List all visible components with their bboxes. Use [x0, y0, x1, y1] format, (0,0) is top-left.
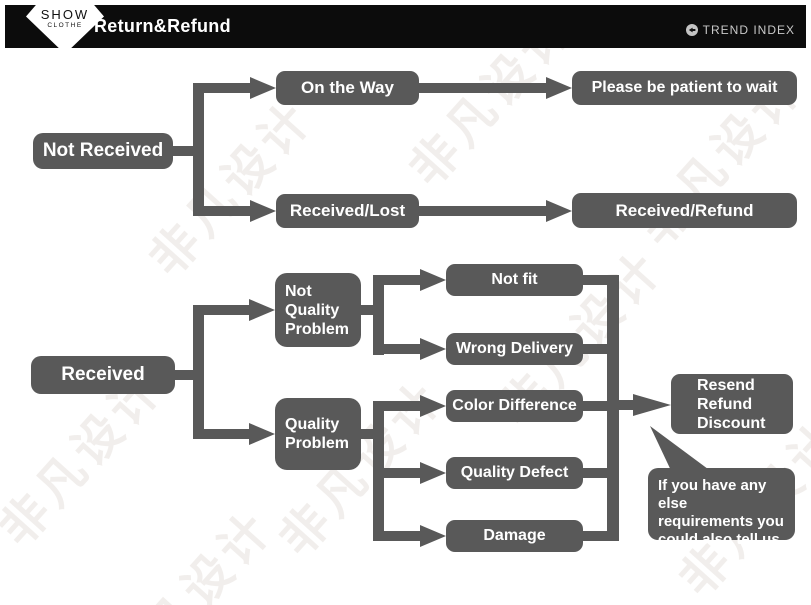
connector-line [373, 275, 384, 355]
connector-line [583, 344, 608, 354]
node-wrong-delivery: Wrong Delivery [446, 333, 583, 365]
node-resend-refund-discount: Resend Refund Discount [671, 374, 793, 434]
node-not-received: Not Received [33, 133, 173, 169]
connector-line [583, 401, 608, 411]
connector-line [607, 275, 619, 541]
connector-line [583, 468, 608, 478]
connector-line [204, 429, 249, 439]
connector-line [361, 305, 374, 315]
logo-text-clothe: CLOTHE [47, 22, 83, 29]
arrowhead-icon [420, 395, 446, 417]
connector-line [384, 531, 420, 541]
arrowhead-icon [546, 77, 572, 99]
node-color-difference: Color Difference [446, 390, 583, 422]
node-not-fit: Not fit [446, 264, 583, 296]
arrowhead-icon [249, 299, 275, 321]
connector-line [175, 370, 194, 380]
connector-line [204, 206, 250, 216]
brand-badge: TREND INDEX [685, 23, 795, 37]
connector-line [193, 305, 204, 439]
node-please-be-patient: Please be patient to wait [572, 71, 797, 105]
page-title: Return&Refund [94, 16, 231, 36]
connector-line [373, 401, 384, 541]
node-on-the-way: On the Way [276, 71, 419, 105]
connector-line [583, 531, 608, 541]
node-damage: Damage [446, 520, 583, 552]
arrowhead-icon [250, 200, 276, 222]
node-received-lost: Received/Lost [276, 194, 419, 228]
connector-line [193, 83, 204, 216]
connector-line [384, 275, 420, 285]
arrowhead-icon [250, 77, 276, 99]
connector-line [173, 146, 194, 156]
node-received-refund: Received/Refund [572, 193, 797, 228]
brand-label: TREND INDEX [702, 23, 795, 37]
logo-text-show: SHOW [40, 7, 90, 22]
connector-line [618, 400, 635, 410]
trend-index-arrow-icon [685, 24, 698, 36]
connector-line [583, 275, 608, 285]
node-received: Received [31, 356, 175, 394]
connector-line [204, 83, 250, 93]
node-quality-problem: Quality Problem [275, 398, 361, 470]
arrowhead-icon [633, 394, 671, 416]
connector-line [419, 206, 546, 216]
connector-line [384, 468, 420, 478]
arrowhead-icon [420, 338, 446, 360]
arrowhead-icon [420, 525, 446, 547]
watermark-text: 非凡设计 [140, 90, 325, 287]
connector-line [419, 83, 546, 93]
watermark-text: 非凡设计 [100, 500, 285, 605]
arrowhead-icon [249, 423, 275, 445]
node-quality-defect: Quality Defect [446, 457, 583, 489]
note-bubble: If you have any else requirements you co… [648, 468, 795, 548]
arrowhead-icon [420, 269, 446, 291]
arrowhead-icon [546, 200, 572, 222]
header-bar [5, 5, 806, 48]
connector-line [204, 305, 249, 315]
node-not-quality-problem: Not Quality Problem [275, 273, 361, 347]
connector-line [384, 344, 420, 354]
arrowhead-icon [420, 462, 446, 484]
connector-line [361, 429, 374, 439]
connector-line [384, 401, 420, 411]
